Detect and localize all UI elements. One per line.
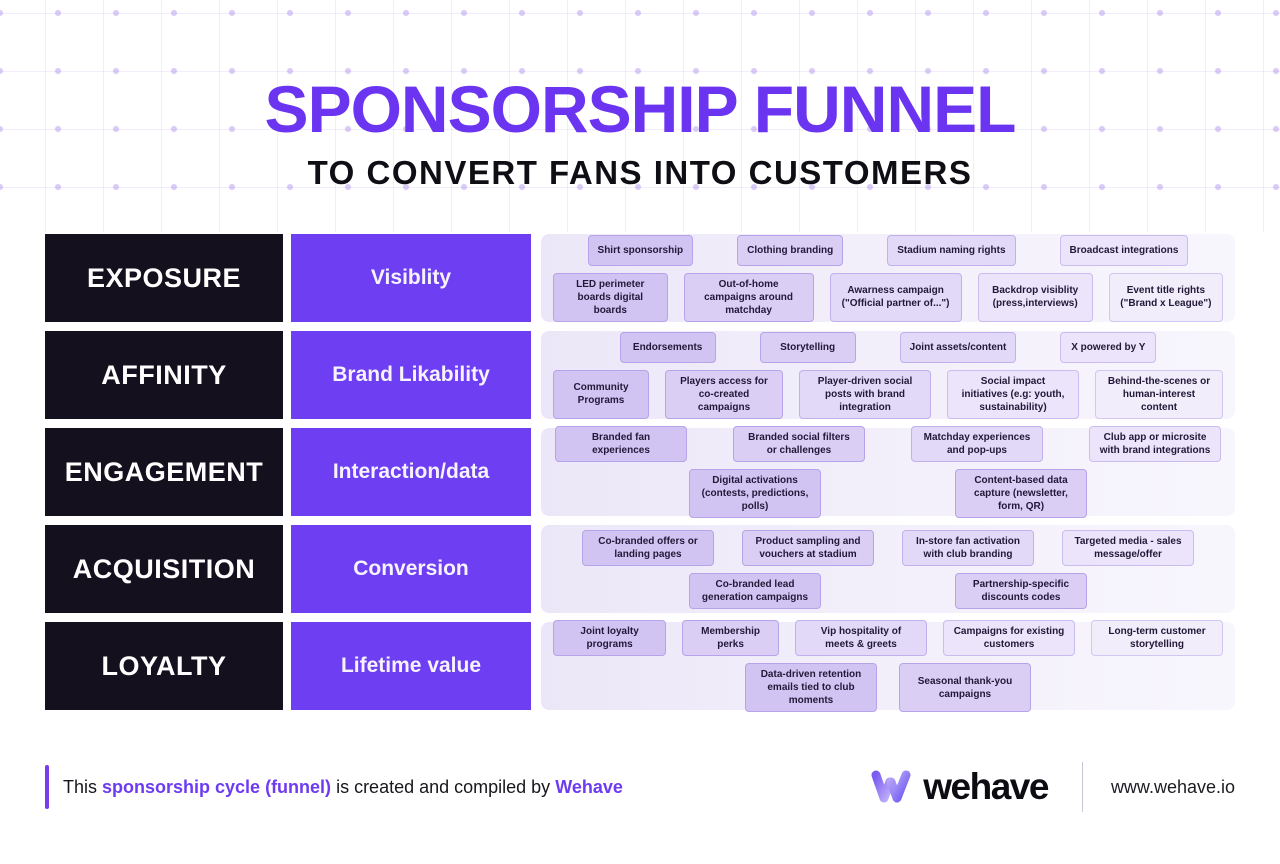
tactics-panel: Endorsements Storytelling Joint assets/con… — [541, 331, 1235, 419]
tactic-chip: Membership perks — [682, 620, 779, 656]
footer-divider — [1081, 762, 1083, 812]
stage-descriptor: Conversion — [291, 525, 531, 613]
stage-descriptor: Lifetime value — [291, 622, 531, 710]
tactic-chip: Partnership-specific discounts codes — [955, 572, 1087, 609]
wehave-logo-icon — [871, 770, 911, 803]
tactic-chip: Joint loyalty programs — [553, 620, 667, 656]
tactic-chip: Shirt sponsorship — [587, 234, 694, 266]
tactic-chip: Behind-the-scenes or human-interest cont… — [1095, 369, 1223, 419]
tactics-panel: Branded fan experiences Branded social fi… — [541, 426, 1235, 518]
stage-descriptor: Brand Likability — [291, 331, 531, 419]
tactic-chip: Data-driven retention emails tied to clu… — [745, 663, 877, 712]
note-highlight-brand: Wehave — [555, 776, 623, 797]
funnel-row: EXPOSURE Visiblity Shirt sponsorship Clot… — [45, 234, 1235, 322]
funnel-row: LOYALTY Lifetime value Joint loyalty pro… — [45, 620, 1235, 712]
header: SPONSORSHIP FUNNEL TO CONVERT FANS INTO … — [45, 0, 1235, 192]
tactic-chip: Co-branded lead generation campaigns — [689, 572, 821, 609]
stage-label: AFFINITY — [45, 331, 283, 419]
stage-descriptor: Visiblity — [291, 234, 531, 322]
tactic-chip: Vip hospitality of meets & greets — [795, 620, 927, 656]
footer: This sponsorship cycle (funnel) is creat… — [45, 762, 1235, 812]
tactics-panel: Joint loyalty programs Membership perks Vi… — [541, 620, 1235, 712]
tactics-panel: Shirt sponsorship Clothing branding Stadiu… — [541, 234, 1235, 322]
tactic-chip: Long-term customer storytelling — [1091, 620, 1223, 656]
accent-bar — [45, 765, 49, 809]
tactics-line-1: Joint loyalty programs Membership perks Vi… — [553, 620, 1223, 656]
tactic-chip: Community Programs — [553, 369, 649, 419]
tactics-line-2: LED perimeter boards digital boards Out-o… — [553, 272, 1224, 322]
stage-label: ACQUISITION — [45, 525, 283, 613]
page-subtitle: TO CONVERT FANS INTO CUSTOMERS — [307, 154, 973, 191]
tactics-panel: Co-branded offers or landing pages Produc… — [541, 525, 1235, 613]
tactic-chip: Branded social filters or challenges — [733, 426, 865, 462]
website-url: www.wehave.io — [1110, 776, 1235, 797]
tactic-chip: Digital activations (contests, predictio… — [689, 469, 821, 518]
tactic-chip: Joint assets/content — [899, 331, 1017, 363]
tactic-chip: Content-based data capture (newsletter, … — [955, 469, 1087, 518]
tactics-line-2: Data-driven retention emails tied to clu… — [553, 663, 1223, 712]
tactic-chip: Clothing branding — [737, 234, 844, 266]
note-prefix: This — [63, 776, 103, 797]
tactic-chip: Players access for co-created campaigns — [665, 369, 784, 419]
tactic-chip: Endorsements — [619, 331, 716, 363]
tactic-chip: Out-of-home campaigns around matchday — [683, 272, 814, 322]
page-title: SPONSORSHIP FUNNEL — [264, 72, 1017, 146]
tactics-line-1: Shirt sponsorship Clothing branding Stadiu… — [553, 234, 1223, 266]
tactic-chip: X powered by Y — [1060, 331, 1157, 363]
tactic-chip: Product sampling and vouchers at stadium — [742, 529, 874, 566]
tactics-line-2: Co-branded lead generation campaigns Part… — [553, 572, 1223, 609]
funnel-row: ACQUISITION Conversion Co-branded offers… — [45, 525, 1235, 613]
tactic-chip: Broadcast integrations — [1059, 234, 1189, 266]
tactic-chip: LED perimeter boards digital boards — [553, 272, 668, 322]
funnel-rows: EXPOSURE Visiblity Shirt sponsorship Clot… — [45, 234, 1235, 712]
tactics-line-1: Co-branded offers or landing pages Produc… — [553, 529, 1223, 566]
brand-area: wehave www.wehave.io — [869, 762, 1235, 812]
tactics-line-2: Community Programs Players access for co-… — [553, 369, 1223, 419]
stage-label: LOYALTY — [45, 622, 283, 710]
tactics-line-2: Digital activations (contests, predictio… — [553, 469, 1223, 518]
stage-descriptor: Interaction/data — [291, 428, 531, 516]
tactic-chip: Co-branded offers or landing pages — [582, 529, 714, 566]
tactics-line-1: Branded fan experiences Branded social fi… — [553, 426, 1223, 462]
tactic-chip: In-store fan activation with club brandi… — [902, 529, 1034, 566]
tactic-chip: Event title rights ("Brand x League") — [1108, 272, 1224, 322]
tactic-chip: Targeted media - sales message/offer — [1062, 529, 1194, 566]
tactic-chip: Backdrop visiblity (press,interviews) — [977, 272, 1093, 322]
funnel-row: ENGAGEMENT Interaction/data Branded fan … — [45, 426, 1235, 518]
attribution-note: This sponsorship cycle (funnel) is creat… — [45, 765, 623, 809]
tactic-chip: Storytelling — [759, 331, 856, 363]
tactic-chip: Awarness campaign ("Official partner of.… — [829, 272, 962, 322]
tactic-chip: Branded fan experiences — [555, 426, 687, 462]
tactic-chip: Club app or microsite with brand integra… — [1089, 426, 1221, 462]
tactics-line-1: Endorsements Storytelling Joint assets/con… — [553, 331, 1223, 363]
tactic-chip: Matchday experiences and pop-ups — [911, 426, 1043, 462]
tactic-chip: Campaigns for existing customers — [943, 620, 1075, 656]
stage-label: ENGAGEMENT — [45, 428, 283, 516]
tactic-chip: Player-driven social posts with brand in… — [799, 369, 932, 419]
tactic-chip: Seasonal thank-you campaigns — [899, 663, 1031, 712]
tactic-chip: Social impact initiatives (e.g: youth, s… — [947, 369, 1080, 419]
stage-label: EXPOSURE — [45, 234, 283, 322]
wehave-wordmark: wehave — [923, 766, 1049, 807]
note-middle: is created and compiled by — [331, 776, 556, 797]
tactic-chip: Stadium naming rights — [887, 234, 1016, 266]
attribution-text: This sponsorship cycle (funnel) is creat… — [63, 777, 623, 798]
note-highlight-funnel: sponsorship cycle (funnel) — [102, 776, 332, 797]
funnel-row: AFFINITY Brand Likability Endorsements St… — [45, 331, 1235, 419]
